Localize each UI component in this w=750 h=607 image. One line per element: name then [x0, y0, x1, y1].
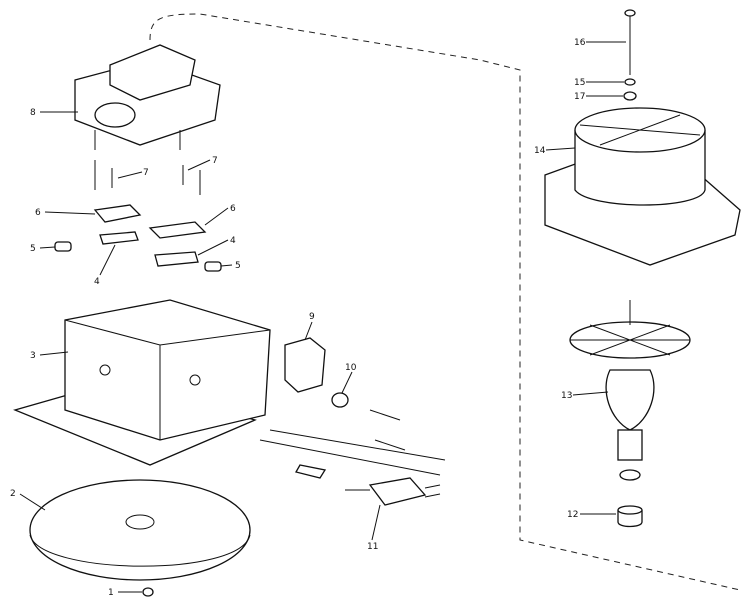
callout-7: 7 — [212, 156, 218, 166]
part-3-housing — [13, 299, 271, 466]
callout-5: 5 — [30, 244, 36, 254]
callout-1: 1 — [108, 588, 114, 598]
part-13-armature-fan — [569, 300, 691, 481]
wiring — [259, 409, 446, 479]
part-9-switch — [284, 337, 326, 393]
callout-11: 11 — [367, 542, 378, 552]
part-16-screw — [624, 9, 636, 75]
part-15-washer — [624, 78, 636, 86]
callout-14: 14 — [534, 146, 546, 156]
callout-17: 17 — [574, 92, 585, 102]
group-outline — [149, 13, 741, 591]
part-12-bushing — [617, 505, 643, 528]
part-6-brackets — [93, 204, 207, 239]
callout-16: 16 — [574, 38, 586, 48]
callout-13: 13 — [561, 391, 572, 401]
callout-4: 4 — [94, 277, 100, 287]
callout-7: 7 — [143, 168, 149, 178]
callout-4: 4 — [230, 236, 236, 246]
leader-lines — [19, 41, 626, 593]
part-4-pads — [99, 231, 199, 267]
part-1-foot — [142, 587, 154, 597]
callout-2: 2 — [10, 489, 16, 499]
part-5-clips — [54, 241, 222, 272]
callout-12: 12 — [567, 510, 578, 520]
callout-15: 15 — [574, 78, 585, 88]
callout-10: 10 — [345, 363, 357, 373]
part-14-motor-housing — [544, 107, 741, 266]
callout-labels: 8 7 7 6 6 5 5 4 4 3 9 10 11 2 1 16 15 17… — [10, 38, 586, 598]
callout-9: 9 — [309, 312, 315, 322]
part-2-base-disc — [29, 479, 251, 581]
callout-5: 5 — [235, 261, 241, 271]
part-7-screws — [94, 160, 201, 195]
callout-8: 8 — [30, 108, 36, 118]
callout-6: 6 — [35, 208, 41, 218]
part-10-connector — [331, 392, 349, 408]
callout-3: 3 — [30, 351, 36, 361]
part-8-gear-assembly — [74, 44, 221, 150]
part-11-plug — [345, 477, 441, 506]
callout-6: 6 — [230, 204, 236, 214]
part-17-washer — [623, 91, 637, 101]
